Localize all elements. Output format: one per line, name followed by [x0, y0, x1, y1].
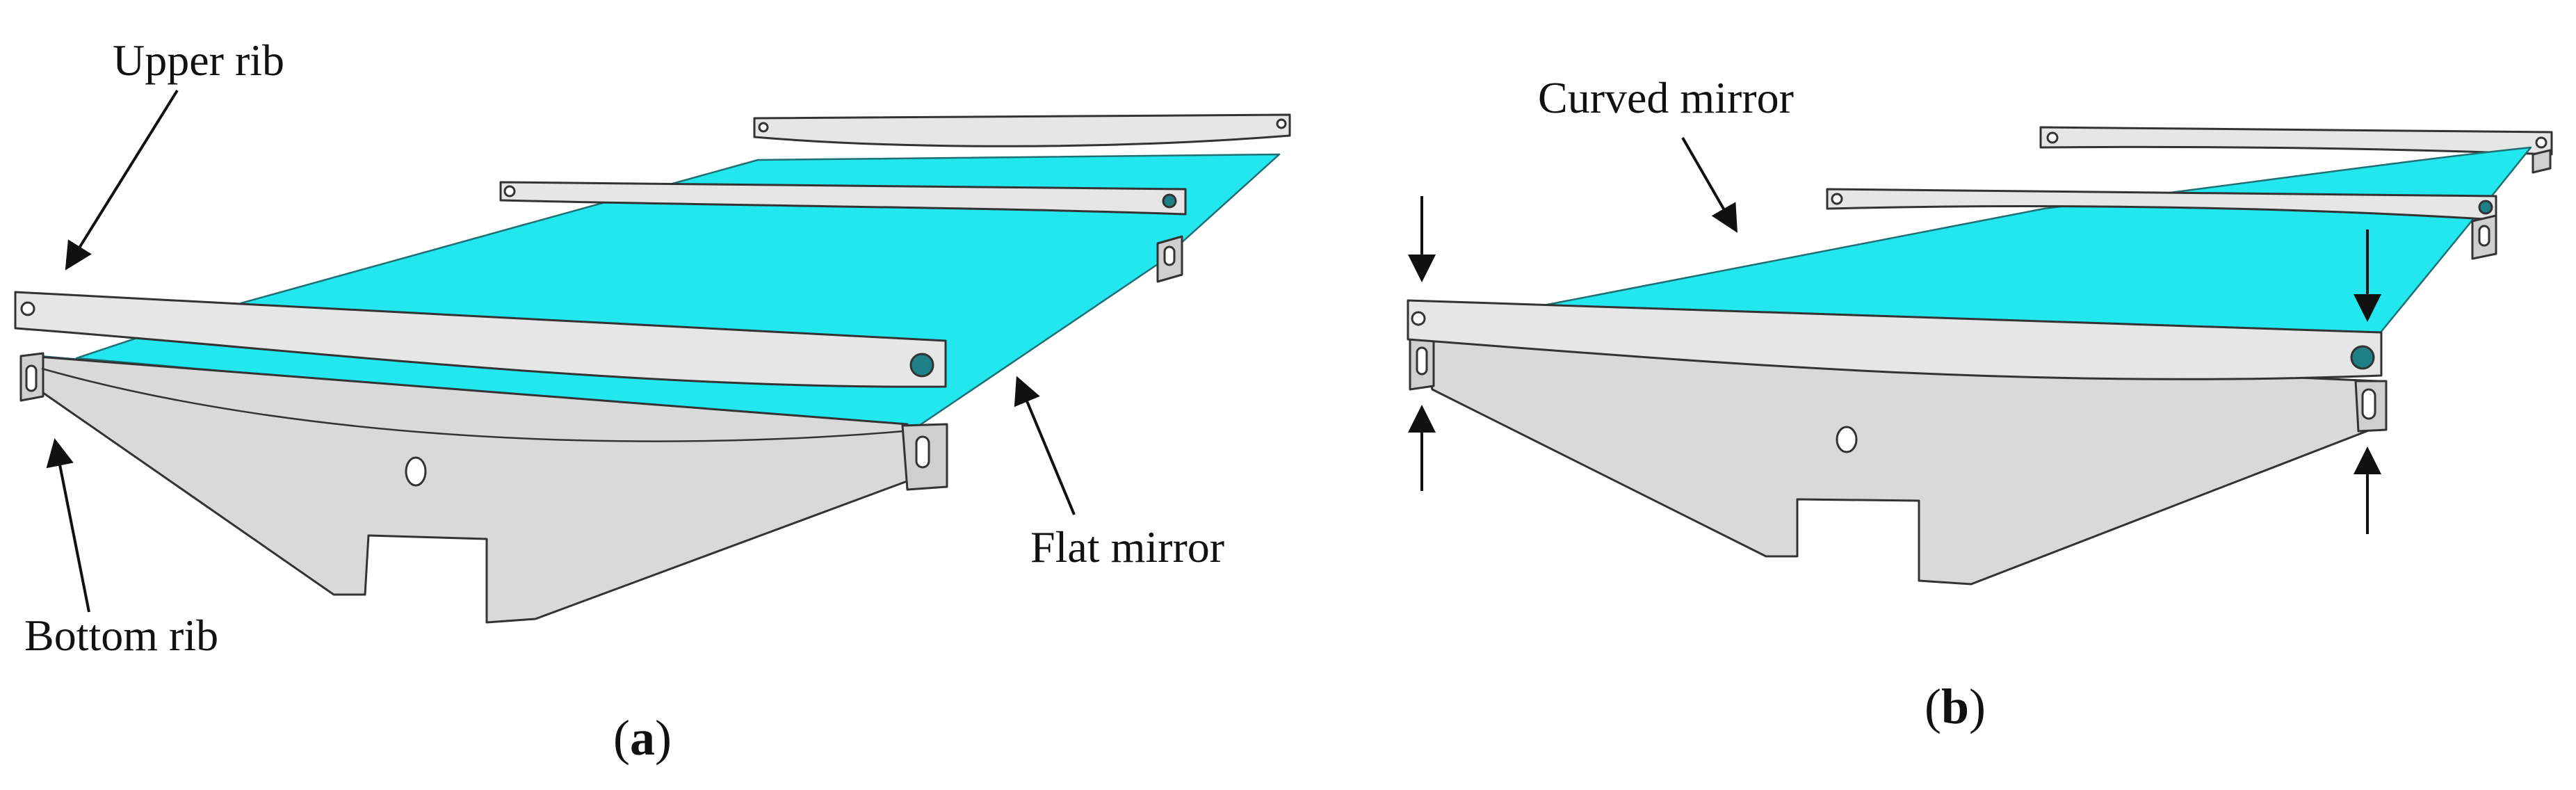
panel-b-front-upper-rib — [1407, 299, 2383, 380]
upper-rib-label: Upper rib — [113, 35, 284, 85]
panel-a: Upper rib Bottom rib Flat mirror (a) — [14, 35, 1291, 766]
flat-mirror-arrow — [1014, 376, 1076, 515]
panel-a-front-upper-rib — [14, 291, 947, 388]
panel-b-middle-upper-rib — [1826, 188, 2497, 260]
bottom-rib-label: Bottom rib — [24, 611, 218, 660]
panel-b: Curved mirror (b) — [1407, 73, 2553, 734]
upper-rib-arrow — [65, 89, 179, 271]
caption-b: (b) — [1925, 679, 1986, 734]
caption-a: (a) — [613, 710, 672, 766]
curved-mirror-label: Curved mirror — [1538, 73, 1794, 122]
panel-a-middle-upper-rib — [499, 181, 1187, 283]
panel-b-bottom-rib — [1409, 331, 2388, 586]
bottom-rib-arrow — [46, 438, 90, 613]
panel-a-bottom-rib — [19, 352, 948, 624]
panel-a-far-upper-rib — [753, 113, 1291, 147]
curved-mirror-arrow — [1681, 137, 1737, 233]
flat-mirror-label: Flat mirror — [1030, 522, 1224, 572]
